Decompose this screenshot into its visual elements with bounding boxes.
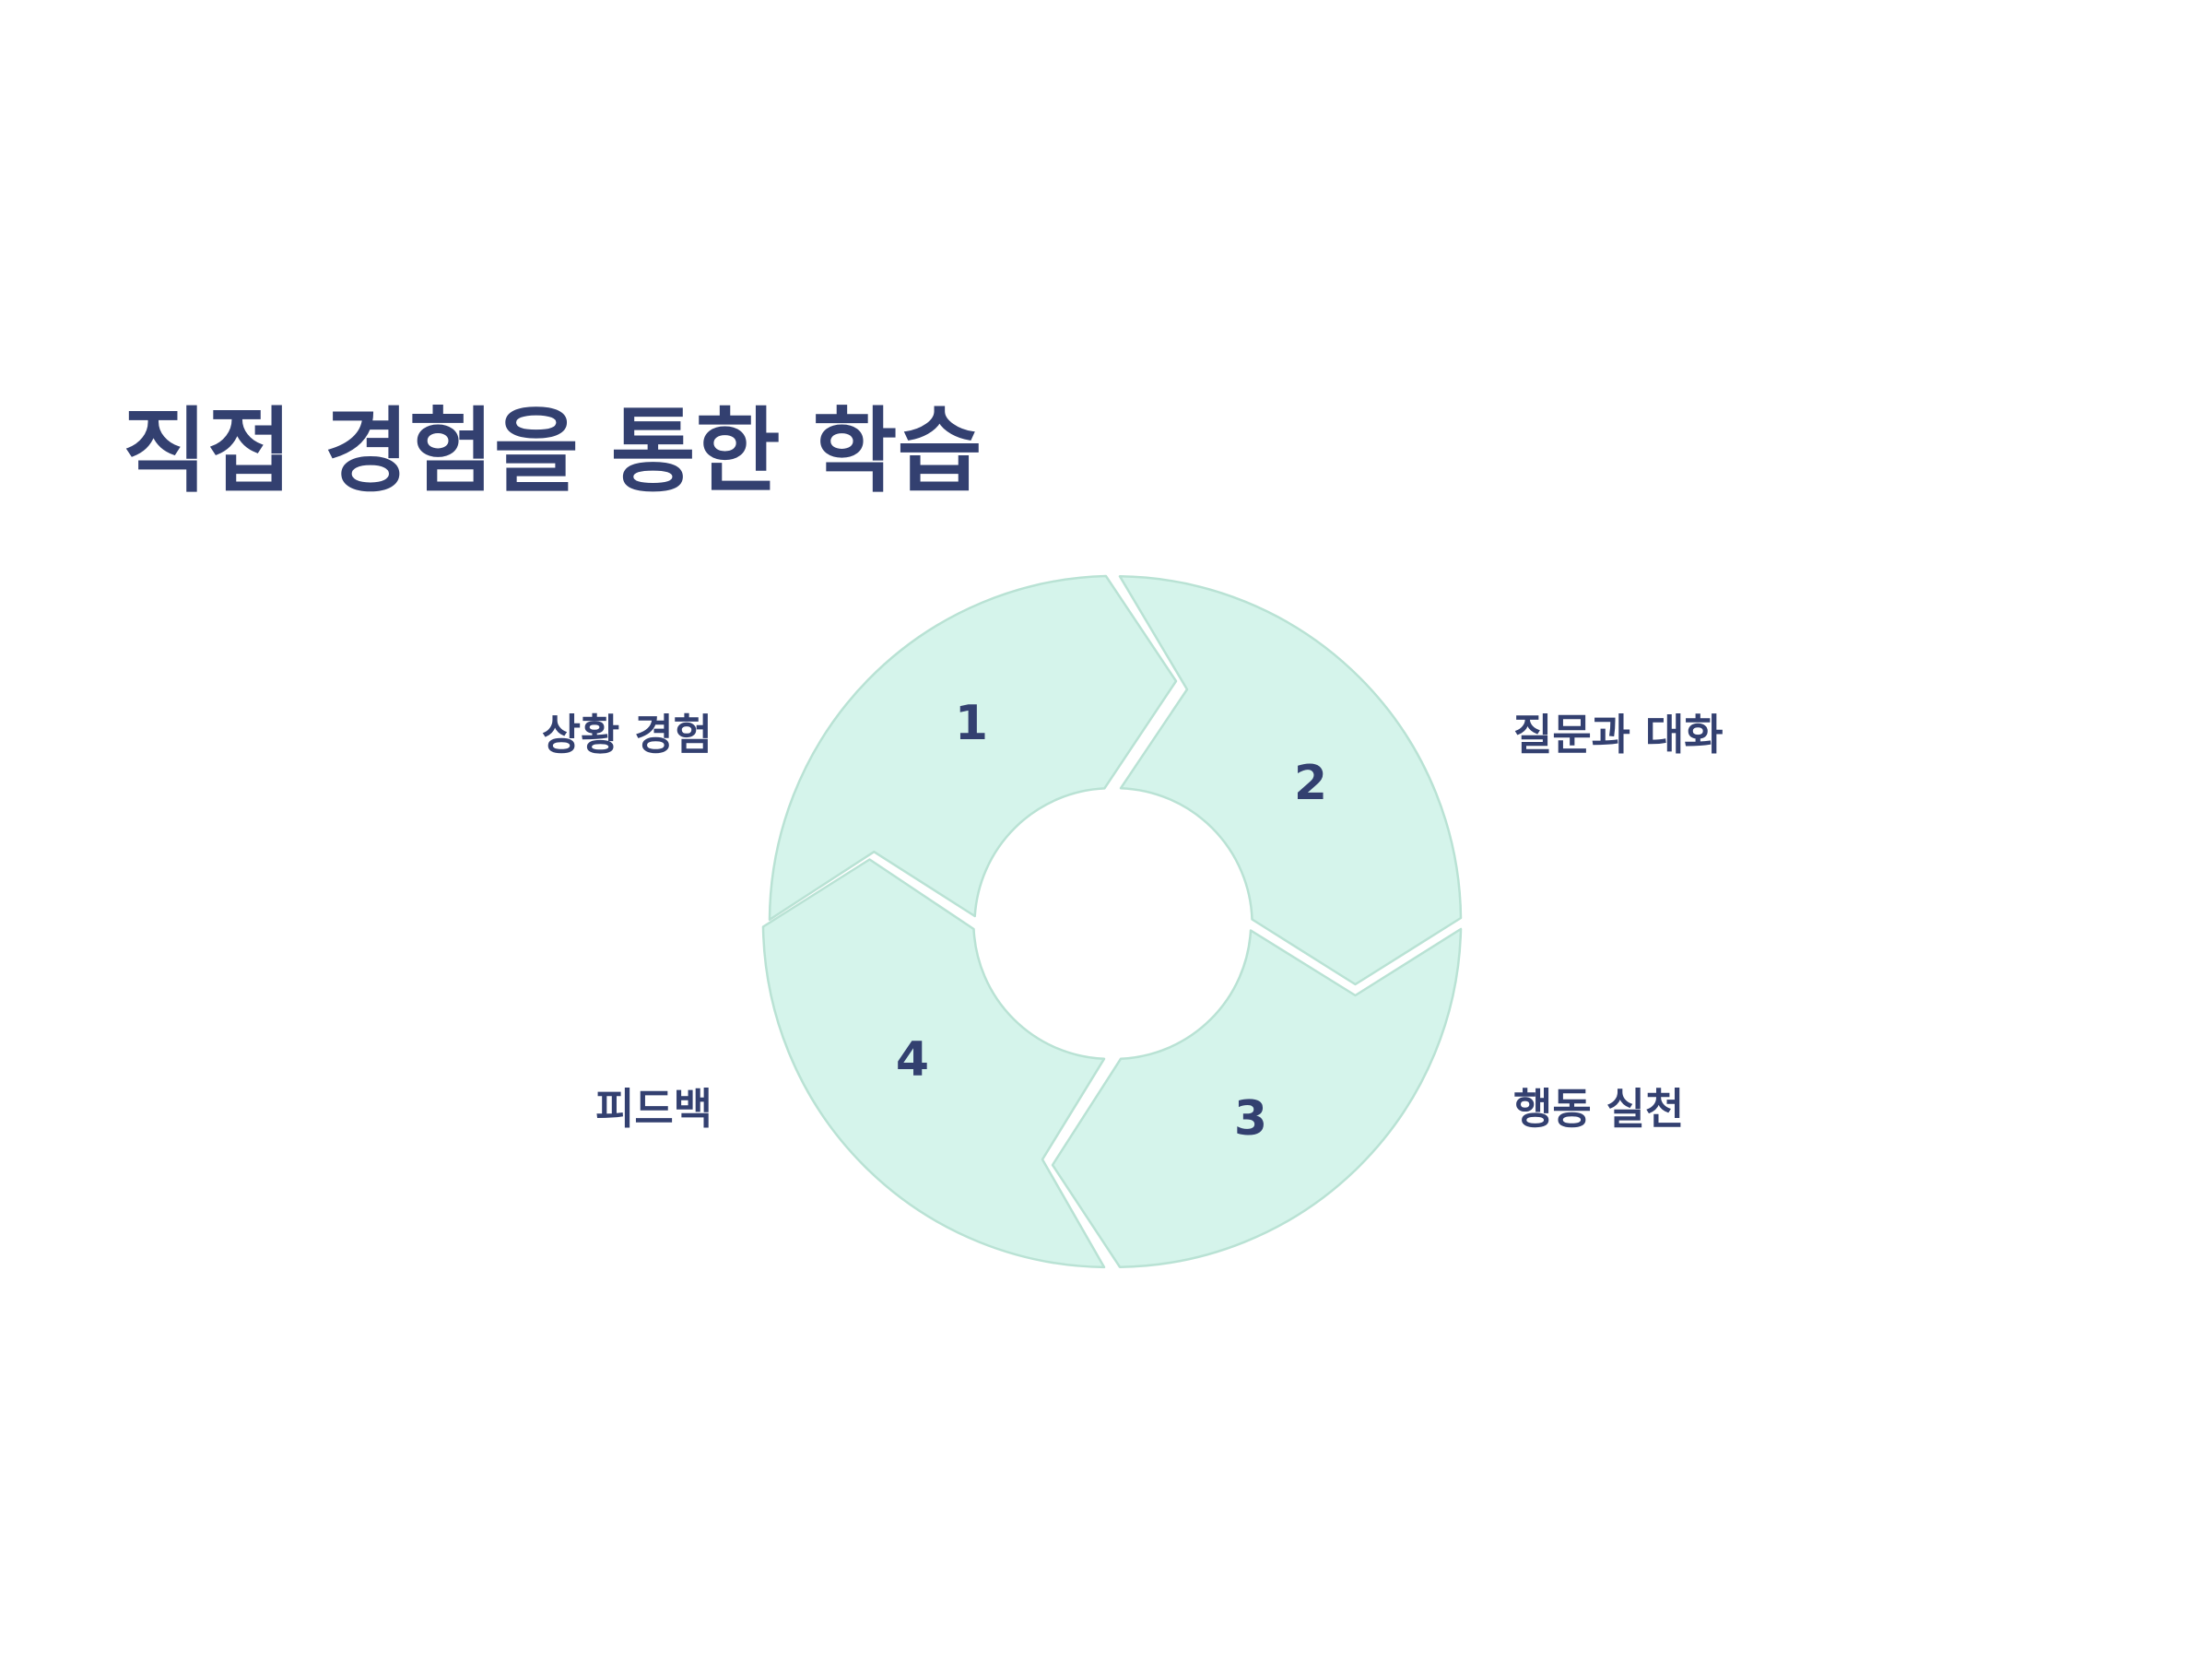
segment-shape-2 xyxy=(1118,575,1463,986)
step-number-2: 2 xyxy=(1294,756,1327,811)
step-label-4: 피드백 xyxy=(595,1084,712,1134)
segment-shape-4 xyxy=(761,858,1106,1269)
step-label-3: 행동 실천 xyxy=(1513,1084,1685,1134)
segment-shape-3 xyxy=(1051,927,1463,1268)
segment-shape-1 xyxy=(768,574,1178,922)
slide-title: 직접 경험을 통한 학습 xyxy=(123,397,982,505)
step-label-1: 상황 경험 xyxy=(541,710,712,759)
cycle-segment-2: 2 xyxy=(1118,575,1463,986)
cycle-segment-1: 1 xyxy=(768,574,1178,922)
cycle-segment-4: 4 xyxy=(761,858,1106,1269)
step-number-4: 4 xyxy=(896,1032,929,1088)
step-label-2: 질문과 대화 xyxy=(1513,710,1724,759)
step-number-1: 1 xyxy=(955,696,988,751)
step-number-3: 3 xyxy=(1234,1091,1267,1147)
cycle-segment-3: 3 xyxy=(1051,927,1463,1268)
